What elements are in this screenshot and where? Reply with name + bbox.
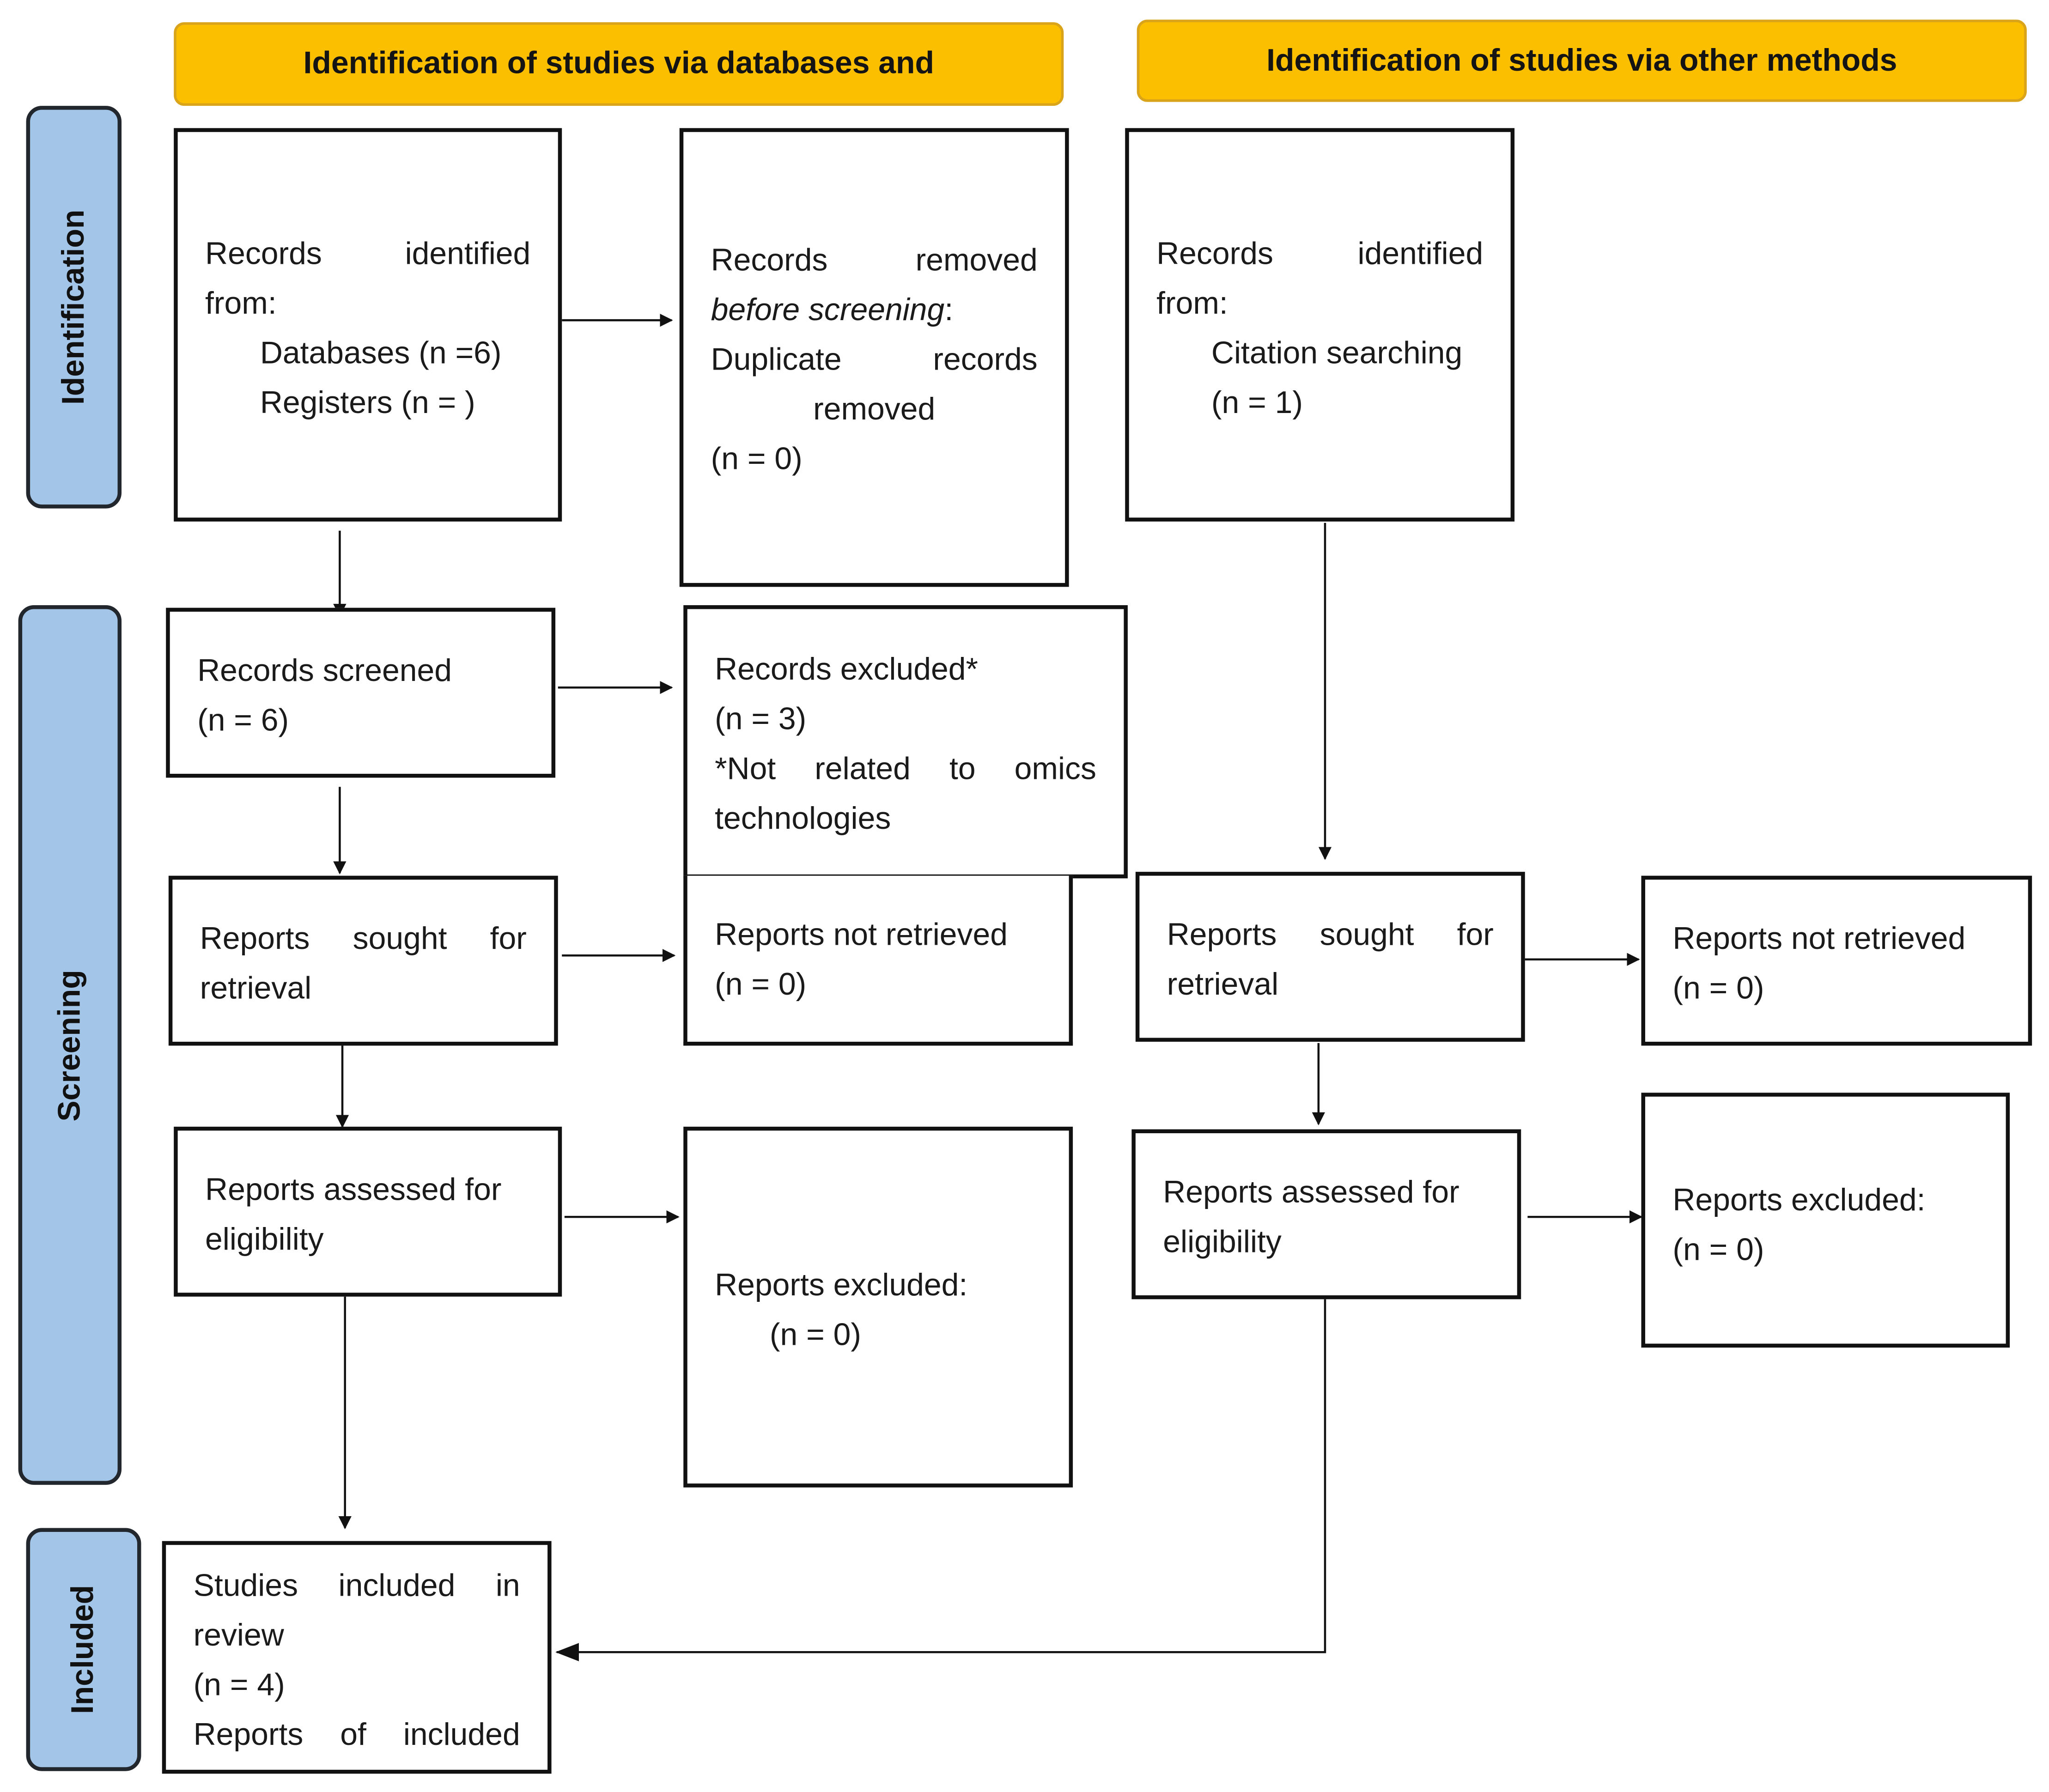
box-records-identified-databases: Records identified from: Databases (n =6)… bbox=[174, 128, 562, 522]
word: Reports bbox=[193, 1717, 304, 1753]
header-other-methods: Identification of studies via other meth… bbox=[1137, 19, 2027, 102]
box-reports-assessed-other: Reports assessed for eligibility bbox=[1131, 1129, 1521, 1300]
phase-identification-label: Identification bbox=[55, 209, 91, 405]
reports-excluded-count: (n = 0) bbox=[1672, 1233, 1764, 1268]
assessed-label-2: eligibility bbox=[205, 1222, 324, 1257]
not-retrieved-count: (n = 0) bbox=[1672, 971, 1764, 1007]
reports-excluded-count: (n = 0) bbox=[769, 1317, 862, 1353]
box-reports-excluded-other: Reports excluded: (n = 0) bbox=[1641, 1093, 2010, 1348]
colon: : bbox=[944, 292, 954, 328]
removed-count: (n = 0) bbox=[711, 442, 803, 477]
box-reports-sought-databases: Reports sought for retrieval bbox=[168, 875, 558, 1046]
word: to bbox=[949, 751, 976, 787]
line: retrieval bbox=[1167, 967, 1279, 1003]
before-screening: before screening bbox=[711, 292, 945, 328]
phase-included: Included bbox=[26, 1528, 141, 1771]
arrow-assessed-other-to-included bbox=[555, 1299, 1326, 1662]
word: omics bbox=[1014, 751, 1096, 787]
word: related bbox=[815, 751, 911, 787]
word: Duplicate bbox=[711, 342, 842, 378]
box-studies-included: Studies included in review (n = 4) Reports… bbox=[162, 1541, 552, 1774]
not-retrieved-label: Reports not retrieved bbox=[1672, 921, 1966, 957]
line: from: bbox=[205, 286, 277, 322]
included-count: (n = 4) bbox=[193, 1668, 285, 1703]
word: identified bbox=[405, 237, 531, 272]
assessed-label-2: eligibility bbox=[1163, 1225, 1282, 1260]
line: removed bbox=[813, 392, 936, 428]
word: of bbox=[340, 1717, 366, 1753]
box-records-removed: Records removed before screening: Duplica… bbox=[679, 128, 1069, 587]
not-retrieved-count: (n = 0) bbox=[715, 967, 807, 1003]
citation-count: (n = 1) bbox=[1211, 385, 1303, 421]
box-records-excluded: Records excluded* (n = 3) *Not related to o… bbox=[683, 605, 1128, 879]
assessed-label: Reports assessed for bbox=[205, 1172, 502, 1208]
word: Records bbox=[205, 237, 322, 272]
citation-searching: Citation searching bbox=[1211, 336, 1463, 371]
word: records bbox=[933, 342, 1038, 378]
line: technologies bbox=[715, 801, 891, 837]
box-reports-not-retrieved-other: Reports not retrieved (n = 0) bbox=[1641, 875, 2032, 1046]
excluded-label: Records excluded* bbox=[715, 652, 978, 688]
word: Reports bbox=[1167, 917, 1277, 953]
word: for bbox=[1457, 917, 1494, 953]
registers-count: Registers (n = ) bbox=[260, 385, 475, 421]
word: *Not bbox=[715, 751, 776, 787]
word: for bbox=[490, 921, 527, 957]
word: Studies bbox=[193, 1568, 298, 1604]
phase-identification: Identification bbox=[26, 106, 122, 509]
word: Reports bbox=[200, 921, 310, 957]
word: identified bbox=[1357, 237, 1484, 272]
phase-included-label: Included bbox=[65, 1585, 101, 1714]
word: Records bbox=[711, 243, 828, 279]
screened-label: Records screened bbox=[197, 653, 452, 689]
box-reports-assessed-databases: Reports assessed for eligibility bbox=[174, 1126, 562, 1297]
word: sought bbox=[353, 921, 447, 957]
word: removed bbox=[915, 243, 1038, 279]
box-reports-not-retrieved-databases: Reports not retrieved (n = 0) bbox=[683, 875, 1073, 1046]
screened-count: (n = 6) bbox=[197, 703, 289, 739]
box-records-identified-other: Records identified from: Citation searchi… bbox=[1125, 128, 1515, 522]
header-databases: Identification of studies via databases … bbox=[174, 22, 1064, 106]
word: in bbox=[495, 1568, 520, 1604]
excluded-count: (n = 3) bbox=[715, 702, 807, 737]
line: retrieval bbox=[200, 971, 312, 1007]
not-retrieved-label: Reports not retrieved bbox=[715, 917, 1008, 953]
line: review bbox=[193, 1618, 284, 1654]
word: Records bbox=[1156, 237, 1273, 272]
phase-screening-label: Screening bbox=[51, 969, 87, 1121]
assessed-label: Reports assessed for bbox=[1163, 1175, 1459, 1210]
reports-excluded-label: Reports excluded: bbox=[715, 1268, 968, 1303]
word: sought bbox=[1319, 917, 1414, 953]
databases-count: Databases (n =6) bbox=[260, 336, 502, 371]
reports-excluded-label: Reports excluded: bbox=[1672, 1183, 1926, 1218]
phase-screening: Screening bbox=[18, 605, 122, 1485]
box-reports-excluded-databases: Reports excluded: (n = 0) bbox=[683, 1126, 1073, 1488]
word: included bbox=[403, 1717, 520, 1753]
line: from: bbox=[1156, 286, 1228, 322]
box-reports-sought-other: Reports sought for retrieval bbox=[1135, 872, 1525, 1042]
word: included bbox=[338, 1568, 456, 1604]
box-records-screened: Records screened (n = 6) bbox=[166, 607, 556, 778]
